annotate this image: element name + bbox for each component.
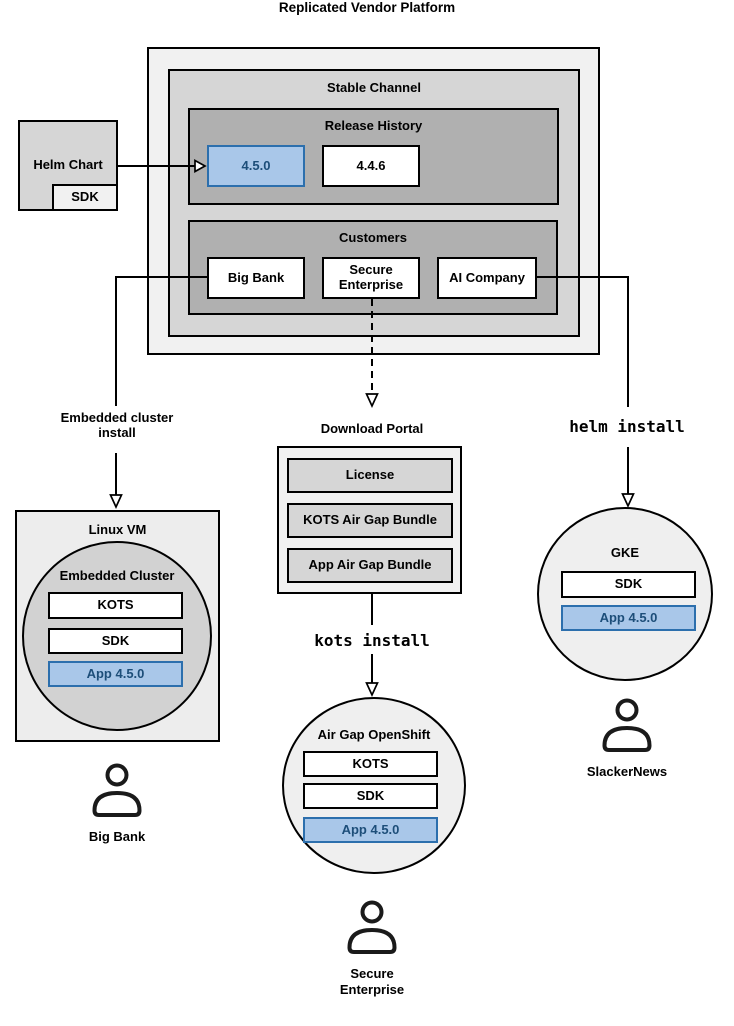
- portal-item-license: License: [287, 458, 453, 493]
- customers-title: Customers: [339, 230, 407, 245]
- customer-ai-company: AI Company: [437, 257, 537, 299]
- user-slackernews: SlackerNews: [567, 697, 687, 780]
- portal-item-app-airgap-bundle: App Air Gap Bundle: [287, 548, 453, 583]
- embedded-cluster-app: App 4.5.0: [48, 661, 183, 687]
- user-label: SlackerNews: [586, 764, 668, 779]
- gke-sdk: SDK: [561, 571, 696, 598]
- stable-channel-title: Stable Channel: [327, 80, 421, 95]
- airgap-sdk: SDK: [303, 783, 438, 809]
- release-4-4-6: 4.4.6: [322, 145, 420, 187]
- user-big-bank: Big Bank: [57, 762, 177, 845]
- gke-title: GKE: [610, 545, 640, 560]
- diagram-title: Replicated Vendor Platform: [278, 0, 456, 15]
- user-secure-enterprise: Secure Enterprise: [312, 899, 432, 997]
- release-history-title: Release History: [324, 118, 423, 133]
- embedded-cluster-title: Embedded Cluster: [59, 568, 175, 583]
- helm-chart-sdk-box: SDK: [52, 184, 118, 211]
- gke-app: App 4.5.0: [561, 605, 696, 631]
- release-4-5-0: 4.5.0: [207, 145, 305, 187]
- airgap-openshift-title: Air Gap OpenShift: [317, 727, 431, 742]
- linux-vm-title: Linux VM: [88, 522, 147, 537]
- user-label: Secure Enterprise: [339, 966, 405, 997]
- customer-secure-enterprise: Secure Enterprise: [322, 257, 420, 299]
- user-icon: [92, 763, 142, 817]
- edge-label-kots-install: kots install: [314, 631, 430, 650]
- embedded-cluster-sdk: SDK: [48, 628, 183, 654]
- user-icon: [347, 900, 397, 954]
- edge-label-embedded-cluster-install: Embedded cluster install: [60, 410, 174, 441]
- portal-item-kots-airgap-bundle: KOTS Air Gap Bundle: [287, 503, 453, 538]
- download-portal-title: Download Portal: [320, 421, 424, 436]
- user-label: Big Bank: [88, 829, 146, 844]
- airgap-kots: KOTS: [303, 751, 438, 777]
- customer-big-bank: Big Bank: [207, 257, 305, 299]
- airgap-app: App 4.5.0: [303, 817, 438, 843]
- edge-label-helm-install: helm install: [569, 417, 685, 436]
- embedded-cluster-kots: KOTS: [48, 592, 183, 619]
- user-icon: [602, 698, 652, 752]
